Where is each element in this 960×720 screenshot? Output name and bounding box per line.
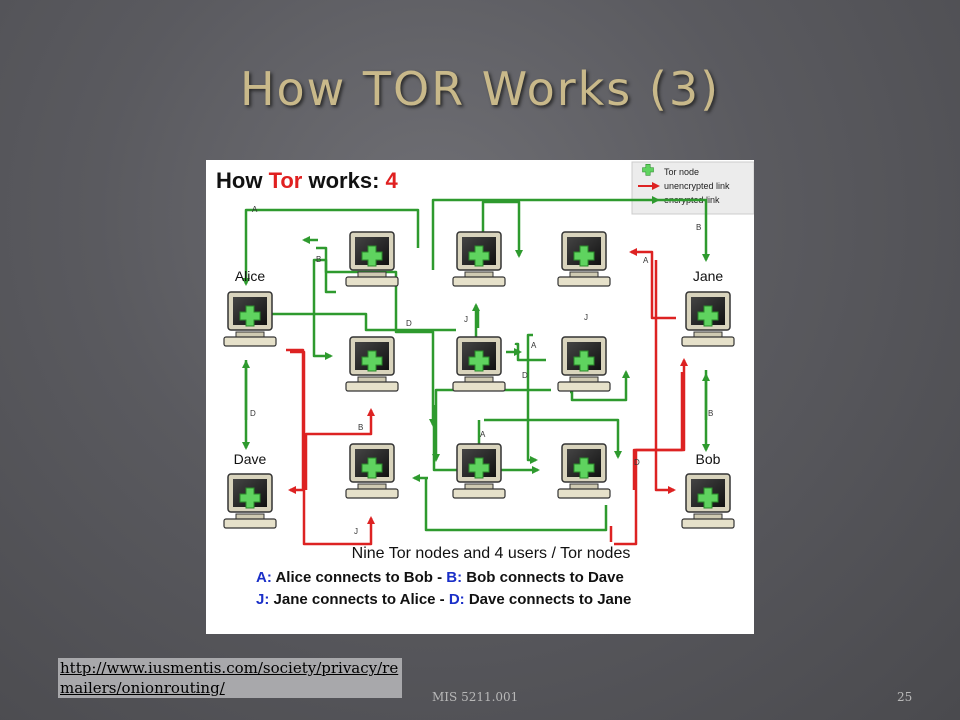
tor-node <box>345 336 399 392</box>
tor-node-grid <box>345 231 611 499</box>
legend: Tor node unencrypted link encrypted link <box>631 161 754 215</box>
user-node-dave <box>223 473 277 529</box>
unencrypted-links <box>286 248 688 546</box>
tor-node <box>345 443 399 499</box>
tor-node <box>557 336 611 392</box>
link-label-b: B <box>708 409 713 418</box>
link-label-j: J <box>354 527 358 536</box>
legend-unencrypted: unencrypted link <box>664 181 730 191</box>
tor-node <box>452 443 506 499</box>
source-link[interactable]: http://www.iusmentis.com/society/privacy… <box>58 658 402 698</box>
tor-node <box>557 443 611 499</box>
user-node-bob <box>681 473 735 529</box>
link-label-a: A <box>531 341 537 350</box>
link-label-a: A <box>252 205 258 214</box>
footer-course: MIS 5211.001 <box>432 690 519 704</box>
user-label-bob: Bob <box>696 451 721 467</box>
encrypted-links <box>242 198 710 532</box>
user-node-jane <box>681 291 735 347</box>
tor-node <box>557 231 611 287</box>
link-label-b: B <box>358 423 363 432</box>
link-label-a: A <box>480 430 486 439</box>
legend-tor-node: Tor node <box>664 167 699 177</box>
link-label-j: J <box>464 315 468 324</box>
link-label-b: B <box>696 223 701 232</box>
key-line-1: A: Alice connects to Bob - B: Bob connec… <box>256 569 624 586</box>
diagram-heading: How Tor works: 4 <box>216 168 399 193</box>
link-label-a: A <box>643 256 649 265</box>
link-label-b: B <box>316 255 321 264</box>
tor-node <box>452 336 506 392</box>
link-label-d: D <box>250 409 256 418</box>
link-label-d: D <box>522 371 528 380</box>
user-label-jane: Jane <box>693 268 724 284</box>
page-number: 25 <box>897 690 913 704</box>
link-label-d: D <box>406 319 412 328</box>
link-label-d: D <box>634 458 640 467</box>
link-label-j: J <box>584 313 588 322</box>
tor-node <box>452 231 506 287</box>
diagram-caption: Nine Tor nodes and 4 users / Tor nodes <box>352 545 631 562</box>
link-letters: A B A B D J J A D D B B A D J <box>250 205 713 536</box>
slide-title: How TOR Works (3) <box>239 62 721 116</box>
user-label-alice: Alice <box>235 268 266 284</box>
tor-node <box>345 231 399 287</box>
user-node-alice <box>223 291 277 347</box>
user-label-dave: Dave <box>234 451 267 467</box>
tor-diagram: How Tor works: 4 Tor node unencrypted li… <box>206 160 754 634</box>
key-line-2: J: Jane connects to Alice - D: Dave conn… <box>256 591 631 608</box>
